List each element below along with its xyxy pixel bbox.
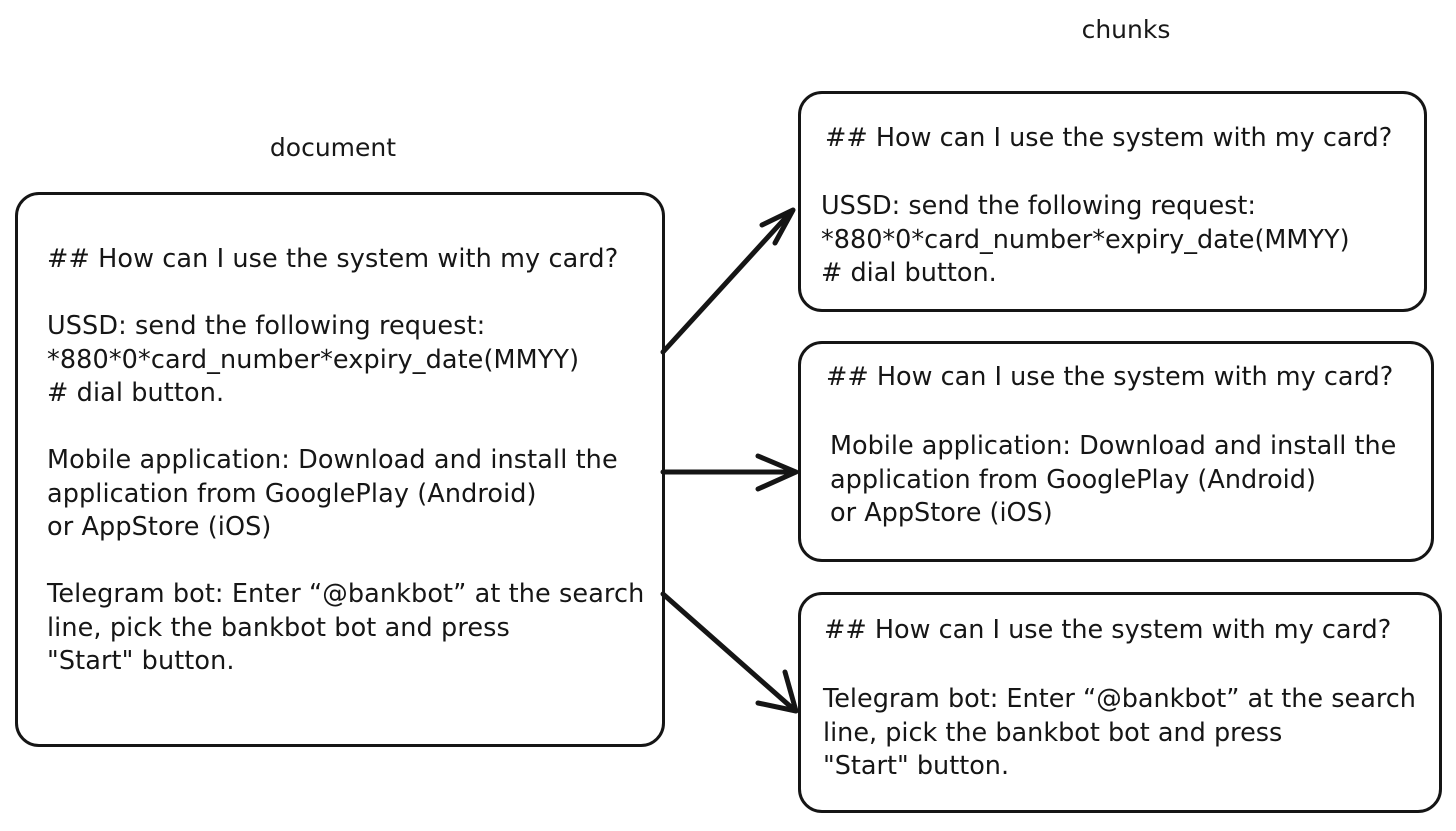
arrow-to-chunk-3-icon (660, 591, 799, 714)
chunk-1-heading: ## How can I use the system with my card… (825, 123, 1393, 153)
chunk-box-2 (798, 341, 1434, 562)
document-section-label: document (269, 133, 397, 162)
chunk-3-heading: ## How can I use the system with my card… (824, 615, 1392, 645)
chunk-box-3 (798, 592, 1442, 813)
chunk-2-heading: ## How can I use the system with my card… (826, 362, 1394, 392)
chunk-3-body: Telegram bot: Enter “@bankbot” at the se… (823, 684, 1416, 781)
arrow-to-chunk-1-icon (660, 207, 796, 355)
document-text: ## How can I use the system with my card… (47, 244, 645, 676)
chunk-2-body: Mobile application: Download and install… (830, 431, 1397, 528)
document-box (15, 192, 665, 747)
arrow-to-chunk-2-icon (660, 453, 799, 492)
chunk-1-body: USSD: send the following request: *880*0… (821, 191, 1350, 288)
chunk-box-1 (798, 91, 1427, 312)
chunks-section-label: chunks (1081, 15, 1171, 44)
